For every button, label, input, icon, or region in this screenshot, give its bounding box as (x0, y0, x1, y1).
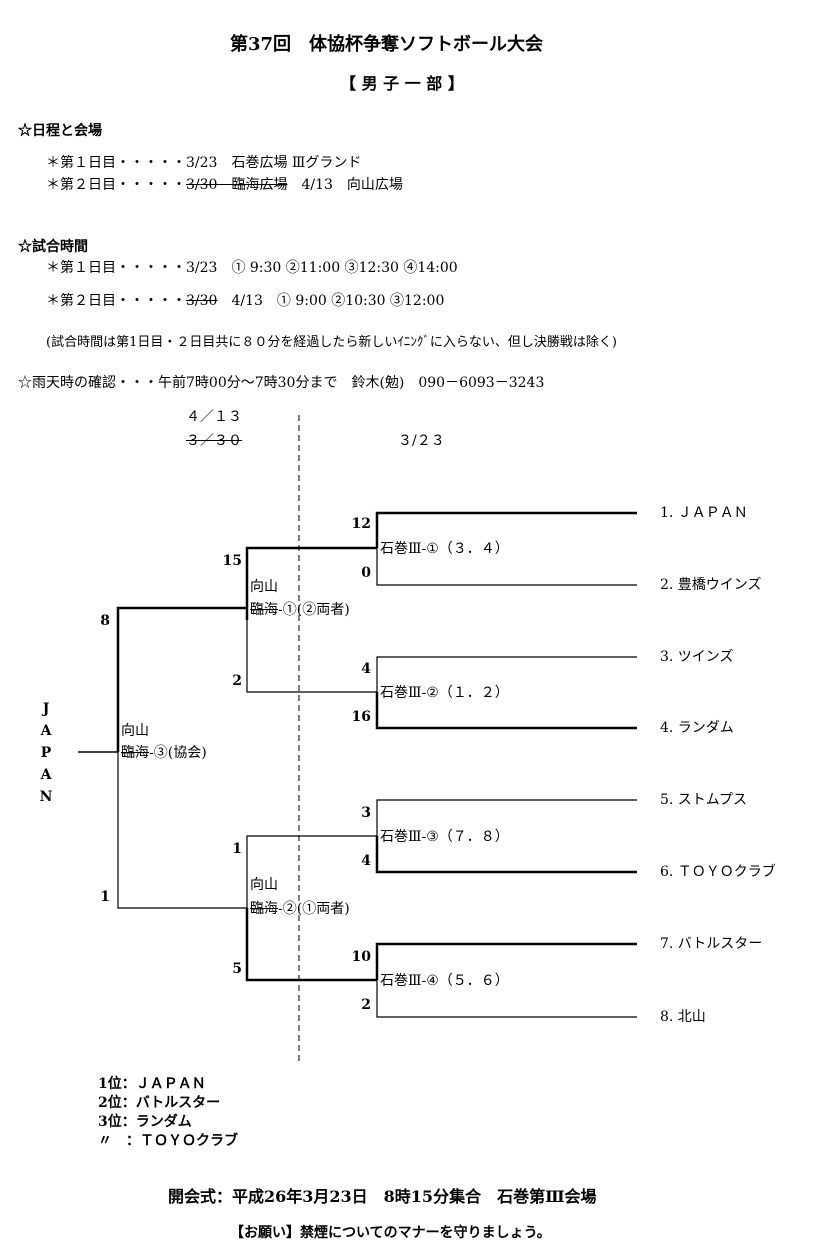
team-8: 8. 北山 (660, 1009, 706, 1025)
label: -①(②両者) (278, 602, 350, 618)
match-label: 石巻Ⅲ-④（５．６） (380, 973, 509, 989)
score: 8 (100, 613, 110, 629)
result-3b: 〃 ：ＴＯＹＯクラブ (98, 1133, 238, 1149)
times-text: 3/23 ① 9:30 ②11:00 ③12:30 ④14:00 (186, 260, 458, 276)
champion-vertical: J A P A N (36, 698, 56, 808)
division-title: 【 男 子 一 部 】 (340, 74, 464, 93)
result-2: 2位：バトルスター (98, 1095, 221, 1111)
score: 1 (232, 841, 242, 857)
date-new: ４／１３ (186, 409, 242, 425)
score: 16 (351, 709, 371, 725)
final-lines (78, 606, 247, 909)
team-7: 7. バトルスター (660, 936, 763, 952)
team-3: 3. ツインズ (660, 649, 734, 665)
cancelled-date: 3/30 (186, 293, 218, 309)
team-1: 1. ＪＡＰＡＮ (660, 505, 748, 521)
times-day1: ＊第１日目・・・・・3/23 ① 9:30 ②11:00 ③12:30 ④14:… (46, 261, 458, 275)
team-2: 2. 豊橋ウインズ (660, 577, 762, 593)
day-label: ＊第２日目・・・・・ (46, 293, 186, 309)
times-text: 4/13 ① 9:00 ②10:30 ③12:00 (231, 293, 445, 309)
semi-lines (245, 546, 377, 982)
venue: 石巻広場 Ⅲグランド (231, 155, 362, 171)
score: 15 (222, 553, 242, 569)
letter: A (40, 767, 52, 783)
venue-new: 向山 (250, 579, 278, 595)
letter: P (40, 745, 52, 761)
times-heading: ☆試合時間 (18, 239, 88, 255)
schedule-heading: ☆日程と会場 (18, 123, 102, 139)
letter: N (39, 789, 53, 805)
result-3: 3位：ランダム (98, 1114, 192, 1130)
venue-new: 向山 (121, 723, 149, 739)
team-6: 6. ＴＯＹＯクラブ (660, 864, 776, 880)
letter: A (40, 723, 52, 739)
match-label: 臨海-①(②両者) (250, 603, 350, 617)
score: 0 (361, 565, 371, 581)
label: -③(協会) (149, 745, 207, 761)
venue: 向山広場 (346, 177, 403, 193)
rain-contact: ☆雨天時の確認・・・午前7時00分～7時30分まで 鈴木(勉) 090－6093… (18, 375, 545, 391)
score: 10 (351, 949, 371, 965)
score: 3 (361, 805, 371, 821)
request-note: 【お願い】禁煙についてのマナーを守りましょう。 (230, 1225, 551, 1241)
match-label: 石巻Ⅲ-③（７．８） (380, 829, 509, 845)
venue-old: 臨海 (250, 602, 278, 618)
match-label: 臨海-②(①両者) (250, 902, 350, 916)
date: 4/13 (301, 177, 333, 193)
team-5: 5. ストムプス (660, 792, 747, 808)
day-label: ＊第２日目・・・・・ (46, 177, 186, 193)
label: -②(①両者) (278, 901, 350, 917)
venue-new: 向山 (250, 877, 278, 893)
venue-old: 臨海 (121, 745, 149, 761)
date-round1: ３/２３ (398, 433, 445, 449)
venue-old: 臨海 (250, 901, 278, 917)
page-title: 第37回 体協杯争奪ソフトボール大会 (230, 34, 544, 55)
times-note: (試合時間は第1日目・２日目共に８０分を経過したら新しいｲﾆﾝｸﾞに入らない、但… (46, 335, 617, 350)
times-day2: ＊第２日目・・・・・3/30 4/13 ① 9:00 ②10:30 ③12:00 (46, 294, 444, 308)
team-4: 4. ランダム (660, 720, 734, 736)
schedule-day1: ＊第１日目・・・・・3/23 石巻広場 Ⅲグランド (46, 156, 361, 170)
result-1: 1位：ＪＡＰＡＮ (98, 1076, 206, 1092)
opening-ceremony: 開会式：平成26年3月23日 8時15分集合 石巻第Ⅲ会場 (168, 1187, 597, 1206)
round1-lines (375, 511, 637, 1018)
score: 2 (361, 997, 371, 1013)
day-label: ＊第１日目・・・・・ (46, 260, 186, 276)
score: 4 (361, 853, 371, 869)
match-label: 石巻Ⅲ-②（１．２） (380, 685, 509, 701)
score: 5 (232, 961, 242, 977)
match-label: 臨海-③(協会) (121, 746, 207, 760)
score: 12 (351, 516, 371, 532)
date-old: ３／３０ (186, 433, 242, 449)
score: 1 (100, 889, 110, 905)
match-label: 石巻Ⅲ-①（３．４） (380, 541, 509, 557)
day-label: ＊第１日目・・・・・ (46, 155, 186, 171)
score: 4 (361, 661, 371, 677)
schedule-day2: ＊第２日目・・・・・3/30 臨海広場 4/13 向山広場 (46, 178, 403, 192)
date: 3/23 (186, 155, 218, 171)
cancelled-date-venue: 3/30 臨海広場 (186, 177, 288, 193)
score: 2 (232, 673, 242, 689)
letter: J (42, 701, 50, 717)
